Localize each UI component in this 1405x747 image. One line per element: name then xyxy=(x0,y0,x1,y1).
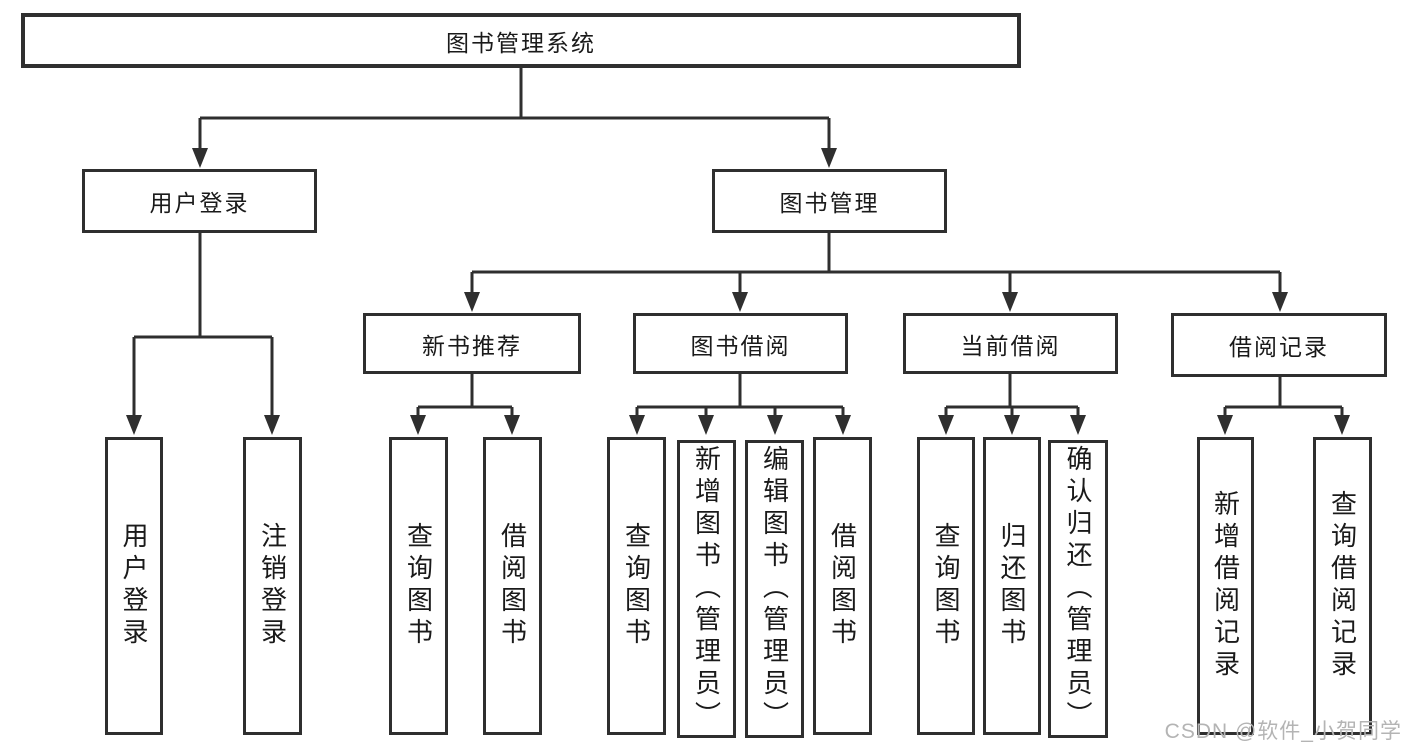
node-borrowing-records: 借阅记录 xyxy=(1171,313,1387,377)
leaf-logout: 注销登录 xyxy=(243,437,302,735)
edges-current-borrow-to-leaves xyxy=(938,374,1086,435)
edges-borrow-records-to-leaves xyxy=(1217,377,1350,435)
leaf-add-books-admin: 新增图书（管理员） xyxy=(677,440,736,738)
node-user-login: 用户登录 xyxy=(82,169,317,233)
leaf-user-login: 用户登录 xyxy=(105,437,163,735)
edges-root-to-level2 xyxy=(192,68,837,168)
node-label: 图书借阅 xyxy=(690,332,791,359)
leaf-edit-books-admin: 编辑图书（管理员） xyxy=(745,440,804,738)
edges-new-books-to-leaves xyxy=(410,374,520,435)
node-label: 新书推荐 xyxy=(422,332,522,359)
edges-user-login-to-leaves xyxy=(126,233,280,435)
node-label: 查询借阅记录 xyxy=(1327,490,1358,682)
leaf-query-books-recommend: 查询图书 xyxy=(389,437,448,735)
node-label: 用户登录 xyxy=(149,190,250,216)
node-book-management: 图书管理 xyxy=(712,169,947,233)
node-label: 编辑图书（管理员） xyxy=(759,445,790,733)
node-label: 归还图书 xyxy=(997,522,1027,650)
leaf-query-books-borrow: 查询图书 xyxy=(607,437,666,735)
node-new-book-recommend: 新书推荐 xyxy=(363,313,581,374)
csdn-watermark: CSDN @软件_小贺同学 xyxy=(1164,720,1402,743)
edges-book-mgmt-to-level3 xyxy=(464,233,1288,312)
node-label: 图书管理系统 xyxy=(446,29,596,56)
leaf-confirm-return-admin: 确认归还（管理员） xyxy=(1048,440,1108,738)
node-label: 查询图书 xyxy=(621,522,652,650)
node-label: 查询图书 xyxy=(931,522,961,650)
node-label: 借阅图书 xyxy=(827,522,858,650)
node-label: 确认归还（管理员） xyxy=(1063,445,1093,733)
node-book-borrowing: 图书借阅 xyxy=(633,313,848,374)
node-label: 注销登录 xyxy=(257,522,288,650)
node-label: 新增图书（管理员） xyxy=(691,445,722,733)
leaf-query-books-current: 查询图书 xyxy=(917,437,975,735)
leaf-add-borrow-record: 新增借阅记录 xyxy=(1197,437,1254,735)
leaf-borrow-books: 借阅图书 xyxy=(813,437,872,735)
leaf-return-books: 归还图书 xyxy=(983,437,1041,735)
node-label: 借阅记录 xyxy=(1229,334,1329,360)
leaf-borrow-books-recommend: 借阅图书 xyxy=(483,437,542,735)
node-label: 新增借阅记录 xyxy=(1210,490,1241,682)
node-label: 查询图书 xyxy=(403,522,434,650)
node-current-borrowing: 当前借阅 xyxy=(903,313,1118,374)
node-label: 用户登录 xyxy=(119,522,149,650)
node-label: 借阅图书 xyxy=(497,522,528,650)
leaf-query-borrow-record: 查询借阅记录 xyxy=(1313,437,1372,735)
node-library-system: 图书管理系统 xyxy=(21,13,1021,68)
node-label: 当前借阅 xyxy=(960,332,1061,359)
edges-book-borrow-to-leaves xyxy=(629,374,851,435)
node-label: 图书管理 xyxy=(779,190,880,216)
